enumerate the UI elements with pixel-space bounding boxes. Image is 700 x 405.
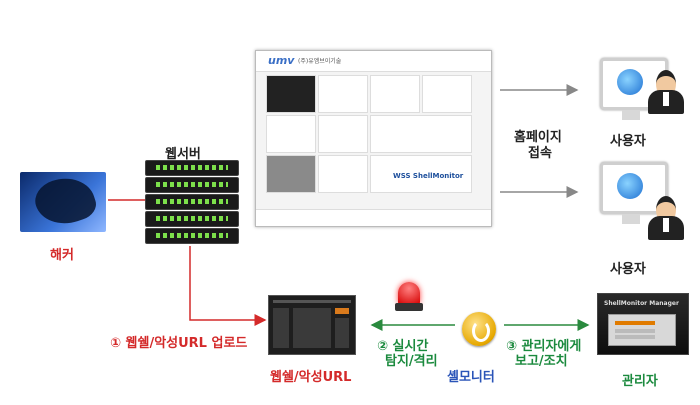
homepage-product: WSS ShellMonitor bbox=[393, 172, 464, 180]
user-top-label: 사용자 bbox=[610, 134, 646, 149]
step2-line1: ② 실시간 bbox=[377, 339, 429, 354]
hacker-image bbox=[20, 172, 106, 232]
homepage-access-line2: 접속 bbox=[528, 146, 552, 161]
shellmonitor-manager-box: ShellMonitor Manager bbox=[597, 293, 689, 355]
hacker-label: 해커 bbox=[50, 248, 74, 263]
manager-box-title: ShellMonitor Manager bbox=[604, 300, 679, 307]
businessman-icon bbox=[648, 70, 684, 114]
homepage-logo: umv bbox=[268, 54, 295, 67]
webshell-screenshot bbox=[268, 295, 356, 355]
homepage-access-line1: 홈페이지 bbox=[514, 130, 562, 145]
homepage-screenshot: umv (주)유엠브이기술 WSS ShellMonitor bbox=[255, 50, 492, 227]
step2-line2: 탐지/격리 bbox=[385, 354, 438, 369]
server-to-webshell-arrow bbox=[189, 246, 267, 326]
step3-line1: ③ 관리자에게 bbox=[506, 339, 582, 354]
step3-line2: 보고/조치 bbox=[515, 354, 568, 369]
web-server-label: 웹서버 bbox=[165, 147, 201, 162]
admin-label: 관리자 bbox=[622, 374, 658, 389]
server-rack-icon bbox=[145, 160, 239, 244]
businessman-icon bbox=[648, 196, 684, 240]
shellmonitor-logo-icon bbox=[462, 312, 496, 346]
homepage-company: (주)유엠브이기술 bbox=[298, 58, 342, 65]
step1-label: ① 웹쉘/악성URL 업로드 bbox=[110, 336, 248, 351]
siren-icon bbox=[395, 282, 423, 312]
shell-monitor-label: 셸모니터 bbox=[447, 370, 495, 385]
webshell-url-label: 웹쉘/악성URL bbox=[270, 370, 352, 385]
user-bottom-label: 사용자 bbox=[610, 262, 646, 277]
